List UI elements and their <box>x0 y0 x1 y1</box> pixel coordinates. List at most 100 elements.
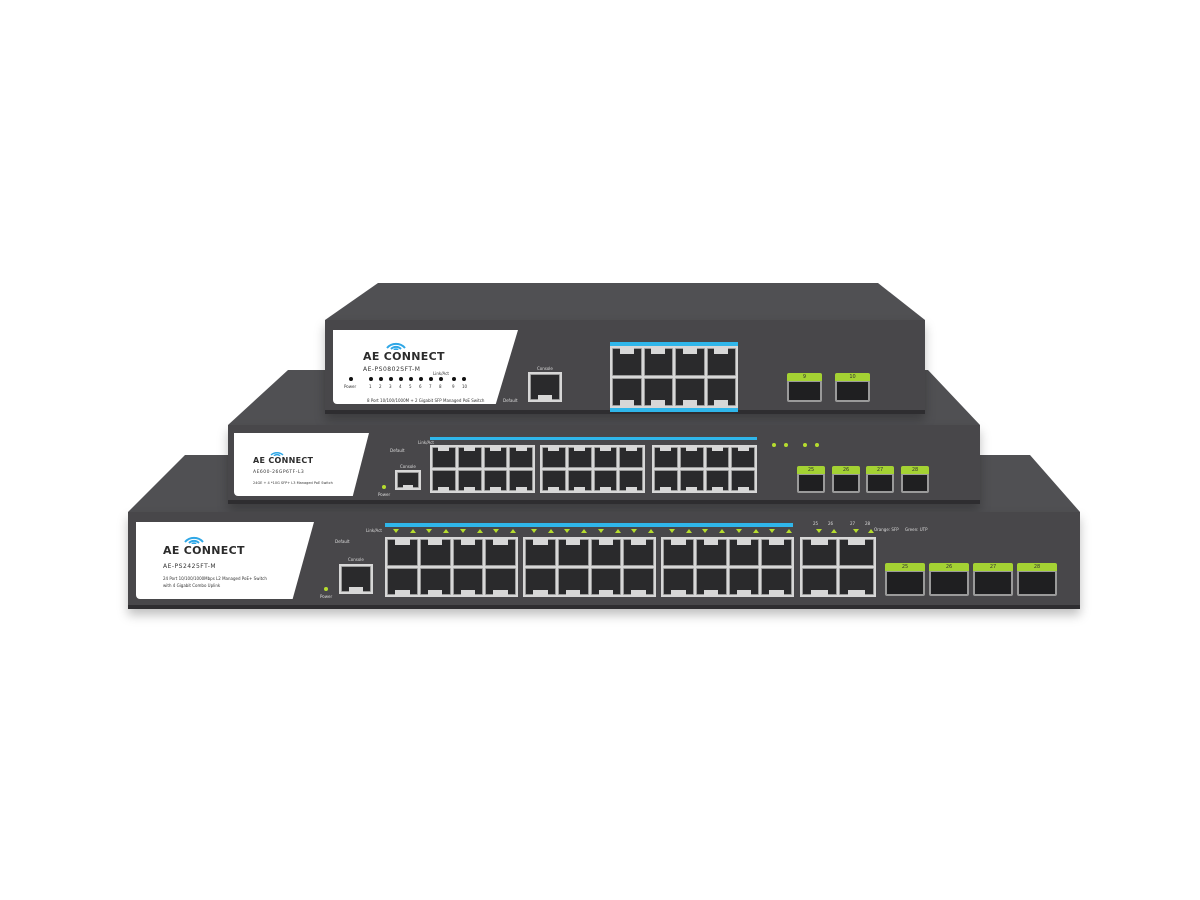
sfp-port[interactable]: 27 <box>866 466 894 493</box>
ethernet-port[interactable] <box>452 539 484 566</box>
ethernet-port[interactable] <box>695 539 727 566</box>
sfp-port-25[interactable]: 25 <box>885 563 925 596</box>
ethernet-port[interactable] <box>643 378 673 406</box>
ethernet-port[interactable] <box>525 568 556 595</box>
port-indicator-triangle <box>631 529 638 533</box>
ethernet-port[interactable] <box>567 470 592 491</box>
link-act-label: Link/Act <box>366 528 382 533</box>
ethernet-port[interactable] <box>590 568 622 595</box>
sfp-port-28[interactable]: 28 <box>1017 563 1057 596</box>
ethernet-port[interactable] <box>643 348 673 376</box>
ethernet-port[interactable] <box>432 470 456 491</box>
ethernet-port[interactable] <box>706 348 736 376</box>
combo-number: 28 <box>865 521 871 526</box>
ethernet-port[interactable] <box>623 568 654 595</box>
power-led <box>382 485 386 489</box>
port-led <box>389 377 393 381</box>
ethernet-port[interactable] <box>593 470 618 491</box>
ethernet-port[interactable] <box>387 539 418 566</box>
sfp-number: 27 <box>973 563 1013 571</box>
ethernet-port[interactable] <box>432 447 456 468</box>
ethernet-port-group <box>523 537 656 597</box>
sfp-port-9[interactable]: 9 <box>787 373 822 402</box>
ethernet-port[interactable] <box>695 568 727 595</box>
ethernet-port[interactable] <box>802 568 837 595</box>
ethernet-port[interactable] <box>567 447 592 468</box>
ethernet-port[interactable] <box>731 447 755 468</box>
sfp-port-26[interactable]: 26 <box>929 563 969 596</box>
ethernet-port[interactable] <box>593 447 618 468</box>
description-line-1: 24 Port 10/100/1000Mbps L2 Managed PoE+ … <box>163 576 267 581</box>
ethernet-port[interactable] <box>557 568 589 595</box>
description: 8 Port 10/100/1000M + 2 Gigabit SFP Mana… <box>367 398 485 403</box>
port-indicator-triangle <box>459 529 466 533</box>
sfp-port-27[interactable]: 27 <box>973 563 1013 596</box>
power-label: Power <box>344 384 357 389</box>
ethernet-port[interactable] <box>731 470 755 491</box>
port-indicator-triangle <box>719 529 726 533</box>
ethernet-port[interactable] <box>590 539 622 566</box>
ethernet-port[interactable] <box>705 470 730 491</box>
port-led <box>462 377 466 381</box>
port-indicator-triangle <box>786 529 792 533</box>
ethernet-port[interactable] <box>612 378 642 406</box>
combo-indicator-triangle <box>816 529 822 533</box>
ethernet-port[interactable] <box>542 470 566 491</box>
ethernet-port[interactable] <box>452 568 484 595</box>
ethernet-port[interactable] <box>612 348 642 376</box>
ethernet-port[interactable] <box>654 470 678 491</box>
ethernet-port[interactable] <box>387 568 418 595</box>
ethernet-port[interactable] <box>457 447 482 468</box>
ethernet-port[interactable] <box>483 447 508 468</box>
ethernet-port[interactable] <box>728 568 760 595</box>
ethernet-port[interactable] <box>542 447 566 468</box>
ethernet-port[interactable] <box>485 539 516 566</box>
port-indicator-triangle <box>669 529 675 533</box>
sfp-port[interactable]: 26 <box>832 466 860 493</box>
ethernet-port[interactable] <box>509 447 533 468</box>
console-port[interactable] <box>395 470 421 490</box>
ethernet-port[interactable] <box>663 568 694 595</box>
console-port[interactable] <box>339 564 373 594</box>
ethernet-port[interactable] <box>483 470 508 491</box>
ethernet-port[interactable] <box>675 348 705 376</box>
ethernet-port[interactable] <box>619 447 643 468</box>
ethernet-port[interactable] <box>705 447 730 468</box>
led-number: 4 <box>399 384 402 389</box>
ethernet-port[interactable] <box>679 470 704 491</box>
port-led <box>409 377 413 381</box>
ethernet-port[interactable] <box>419 568 451 595</box>
ethernet-port[interactable] <box>728 539 760 566</box>
ethernet-port[interactable] <box>761 568 792 595</box>
ethernet-port[interactable] <box>675 378 705 406</box>
switch-2-label-plate <box>234 433 369 496</box>
ethernet-port[interactable] <box>525 539 556 566</box>
console-port[interactable] <box>528 372 562 402</box>
ethernet-port[interactable] <box>485 568 516 595</box>
ethernet-port[interactable] <box>419 539 451 566</box>
sfp-port-10[interactable]: 10 <box>835 373 870 402</box>
ethernet-port[interactable] <box>619 470 643 491</box>
led-number: 3 <box>389 384 392 389</box>
ethernet-port[interactable] <box>623 539 654 566</box>
ethernet-port[interactable] <box>654 447 678 468</box>
sfp-port[interactable]: 25 <box>797 466 825 493</box>
ethernet-port[interactable] <box>679 447 704 468</box>
port-indicator-triangle <box>752 529 759 533</box>
led-number: 10 <box>462 384 468 389</box>
ethernet-port[interactable] <box>839 568 874 595</box>
combo-number: 25 <box>813 521 819 526</box>
ethernet-port[interactable] <box>706 378 736 406</box>
port-indicator-triangle <box>581 529 588 533</box>
ethernet-port[interactable] <box>761 539 792 566</box>
model-name: AE600-26GP6TF-L3 <box>253 470 305 475</box>
ethernet-port[interactable] <box>663 539 694 566</box>
ethernet-port[interactable] <box>509 470 533 491</box>
sfp-number: 9 <box>787 373 822 381</box>
ethernet-port[interactable] <box>839 539 874 566</box>
ethernet-port[interactable] <box>802 539 837 566</box>
power-led <box>349 377 353 381</box>
ethernet-port[interactable] <box>557 539 589 566</box>
ethernet-port[interactable] <box>457 470 482 491</box>
sfp-port[interactable]: 28 <box>901 466 929 493</box>
